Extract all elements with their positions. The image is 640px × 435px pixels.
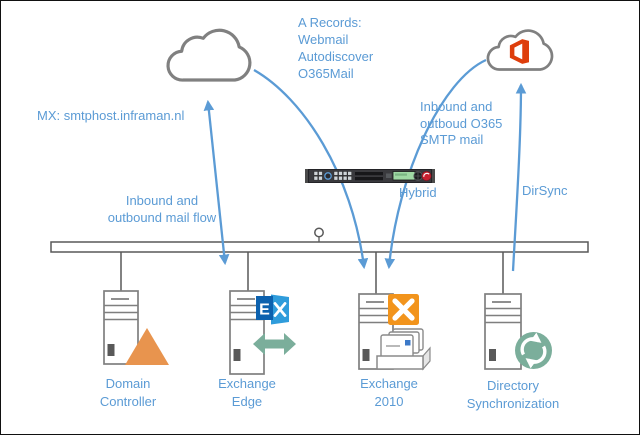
label-directory-sync: Directory Synchronization [466,378,560,411]
label-exchange-edge: Exchange Edge [218,376,276,409]
dirsync-annotation: DirSync [522,183,568,198]
bus-pin-icon [314,227,324,238]
label-exchange-2010: Exchange 2010 [360,376,418,409]
server-exchange-edge: E [229,290,296,375]
hybrid-annotation: Hybrid [399,185,437,200]
arrow-dirsync [511,82,527,272]
server-exchange-2010 [358,293,431,371]
server-domain-controller [103,290,169,365]
arrow-inbound-outbound-mail [203,99,230,266]
a-records-annotation: A Records: Webmail Autodiscover O365Mail [298,15,374,81]
sync-icon [515,332,552,369]
o365-cloud-icon [486,29,554,71]
arrow-o365-smtp-curve [384,58,487,270]
domain-controller-triangle-icon [125,328,169,365]
mail-flow-annotation: Inbound and outbound mail flow [107,193,217,225]
exchange-2010-logo-icon [388,294,419,325]
exchange-logo-icon: E [256,294,289,325]
network-bus [50,241,589,253]
mx-record-annotation: MX: smtphost.inframan.nl [37,108,185,123]
internet-cloud-icon [166,28,252,82]
f5-appliance-icon [305,169,435,183]
svg-text:E: E [259,302,270,319]
server-directory-sync [484,293,552,370]
office365-logo-icon [509,39,529,64]
appliance-ports [313,171,352,181]
double-arrow-icon [253,333,296,355]
appliance-lcd [392,171,416,181]
label-domain-controller: Domain Controller [99,376,157,409]
arrow-a-records-curve [253,69,369,270]
o365-smtp-annotation: Inbound and outboud O365 SMTP mail [420,99,503,147]
mail-stack-icon [376,328,431,371]
